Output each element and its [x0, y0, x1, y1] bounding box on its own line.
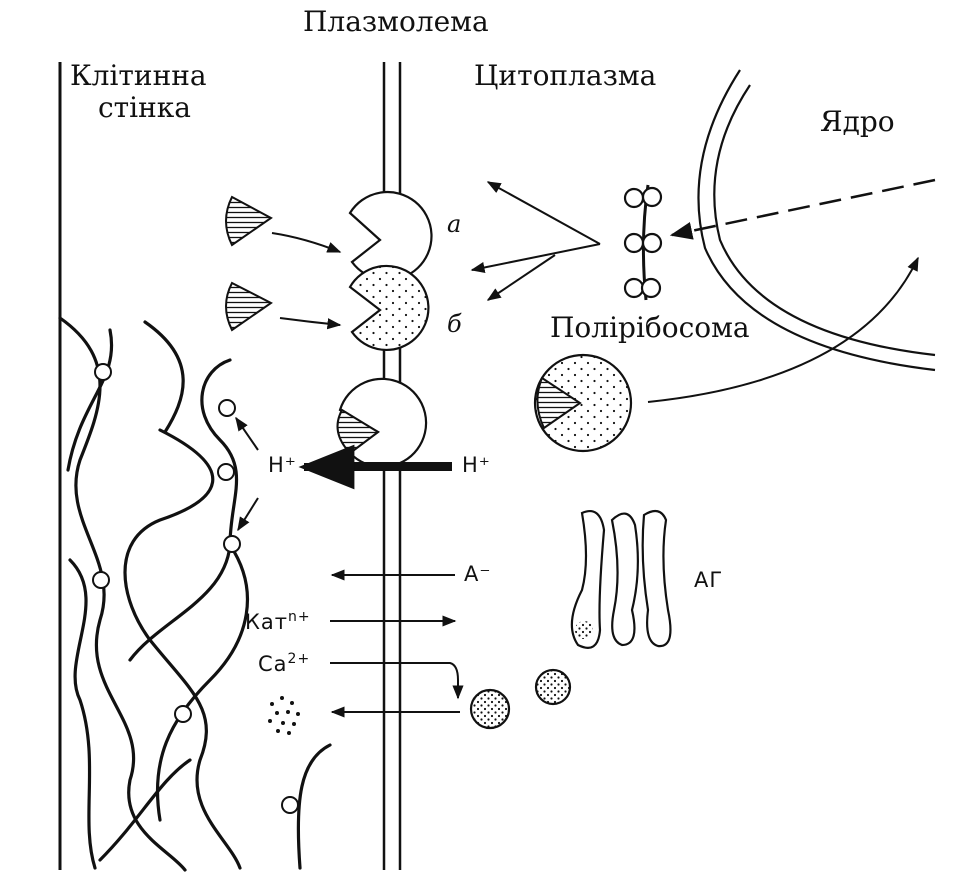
label-polyribosome: Полірібосома [550, 314, 750, 342]
proton-arrow-down [238, 498, 258, 530]
label-calcium-base: Ca [258, 652, 288, 676]
label-receptor-b: б [447, 312, 462, 336]
ligand-b [226, 283, 271, 330]
ion-transport-arrows [330, 575, 460, 712]
polyribosome [625, 185, 661, 300]
label-nucleus: Ядро [820, 108, 895, 136]
label-cation-base: Кат [245, 610, 288, 634]
label-proton-outside: H⁺ [268, 455, 297, 476]
label-proton-inside: H⁺ [462, 455, 491, 476]
cell-wall-fibres [60, 318, 330, 870]
golgi-apparatus [572, 511, 671, 648]
secretory-vesicles [471, 670, 570, 728]
label-calcium-charge: 2+ [288, 651, 311, 667]
label-plasmalemma: Плазмолема [303, 8, 489, 36]
ligand-a [226, 197, 271, 245]
ligand-arrow-a [272, 233, 340, 252]
label-cell-wall-line2: стінка [98, 94, 191, 122]
nucleus-signal-dashed [672, 180, 935, 235]
label-cation-charge: n+ [288, 609, 311, 625]
label-cation: Катn+ [245, 610, 311, 633]
label-golgi: АГ [694, 570, 723, 591]
receptor-b [350, 266, 428, 350]
secreted-particles [268, 696, 300, 735]
label-cytoplasm: Цитоплазма [474, 62, 656, 90]
proton-arrow-up [236, 418, 258, 450]
label-receptor-a: а [447, 212, 461, 236]
label-anion: A⁻ [464, 564, 491, 585]
label-cell-wall-line1: Клітинна [70, 62, 207, 90]
ligand-arrow-b [280, 318, 340, 325]
wall-binding-sites [93, 364, 298, 813]
label-calcium: Ca2+ [258, 652, 310, 675]
synthesis-arrows [472, 182, 600, 300]
